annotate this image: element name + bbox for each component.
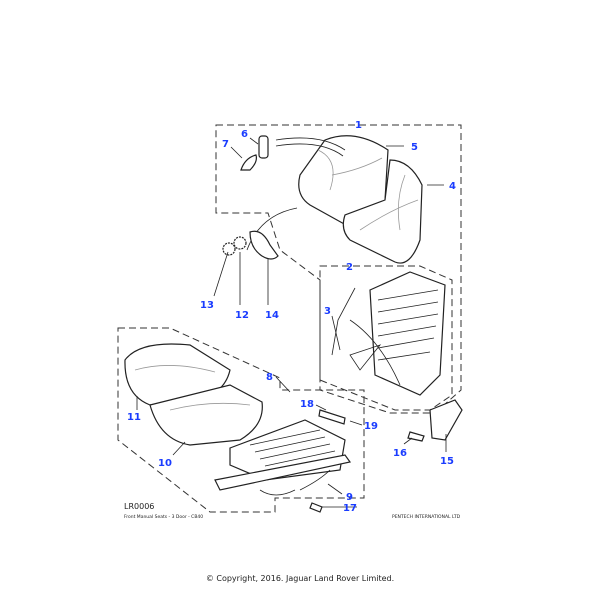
callout-19[interactable]: 19 bbox=[364, 421, 378, 432]
cushion-pad bbox=[149, 384, 263, 446]
callout-3[interactable]: 3 bbox=[324, 306, 331, 317]
illustrator-credit: PENTECH INTERNATIONAL LTD bbox=[392, 515, 461, 520]
callout-15[interactable]: 15 bbox=[440, 456, 454, 467]
diagram-reference: LR0006 bbox=[124, 502, 155, 511]
callout-16[interactable]: 16 bbox=[393, 448, 407, 459]
callout-13[interactable]: 13 bbox=[200, 300, 214, 311]
callout-8[interactable]: 8 bbox=[266, 372, 273, 383]
callout-11[interactable]: 11 bbox=[127, 412, 141, 423]
callout-17[interactable]: 17 bbox=[343, 503, 357, 514]
callout-18[interactable]: 18 bbox=[300, 399, 314, 410]
callout-14[interactable]: 14 bbox=[265, 310, 279, 321]
trim-wire bbox=[246, 137, 346, 251]
recliner-cover bbox=[249, 230, 279, 260]
lumbar-cable bbox=[331, 287, 401, 386]
callout-5[interactable]: 5 bbox=[411, 142, 418, 153]
assembly-boundary-cushion bbox=[117, 327, 365, 513]
side-trim-panel bbox=[429, 399, 463, 441]
backrest-frame bbox=[349, 271, 446, 396]
recliner-handle bbox=[258, 135, 269, 159]
spacer-gear bbox=[222, 242, 236, 256]
screw bbox=[309, 502, 323, 513]
diagram-caption: Front Manual Seats - 3 Door - CB40 bbox=[124, 515, 204, 520]
backrest-cover-rear bbox=[342, 159, 423, 264]
callout-2[interactable]: 2 bbox=[346, 262, 353, 273]
assembly-boundary-frame bbox=[319, 265, 453, 411]
callout-12[interactable]: 12 bbox=[235, 310, 249, 321]
callout-1[interactable]: 1 bbox=[355, 120, 362, 131]
callout-6[interactable]: 6 bbox=[241, 129, 248, 140]
callout-7[interactable]: 7 bbox=[222, 139, 229, 150]
handle-bezel bbox=[240, 154, 257, 171]
callout-10[interactable]: 10 bbox=[158, 458, 172, 469]
bolt-rear bbox=[318, 409, 346, 425]
recliner-gear bbox=[233, 236, 247, 250]
copyright-notice: © Copyright, 2016. Jaguar Land Rover Lim… bbox=[205, 574, 395, 583]
callout-9[interactable]: 9 bbox=[346, 492, 353, 503]
bolt bbox=[407, 431, 425, 442]
callout-4[interactable]: 4 bbox=[449, 181, 456, 192]
seat-frame-and-runners bbox=[214, 419, 352, 496]
